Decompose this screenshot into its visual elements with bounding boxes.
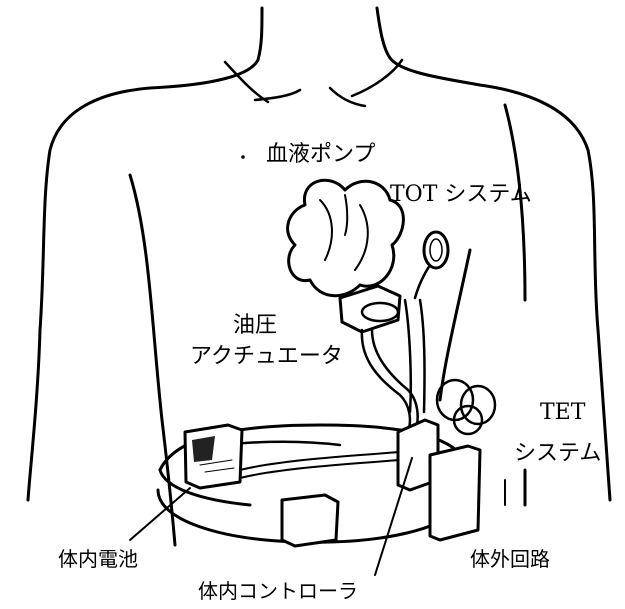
label-external-circuit: 体外回路 <box>470 546 550 572</box>
tet-coils <box>437 380 495 434</box>
belt-buckle <box>282 495 338 546</box>
label-hydraulic-line1: 油圧 <box>233 313 277 339</box>
label-internal-battery: 体内電池 <box>58 546 138 572</box>
label-hydraulic-line2: アクチュエータ <box>190 344 343 370</box>
external-circuit-box <box>430 446 480 540</box>
label-tet-line2: システム <box>514 441 601 467</box>
label-internal-controller: 体内コントローラ <box>198 578 358 604</box>
label-blood-pump: 血液ポンプ <box>266 142 375 168</box>
tot-disc <box>424 232 448 268</box>
internal-battery <box>185 425 242 488</box>
label-tet-line1: TET <box>540 400 585 426</box>
stray-dot <box>241 155 245 159</box>
blood-pump <box>288 180 404 295</box>
label-tot-system: TOT システム <box>390 182 532 208</box>
